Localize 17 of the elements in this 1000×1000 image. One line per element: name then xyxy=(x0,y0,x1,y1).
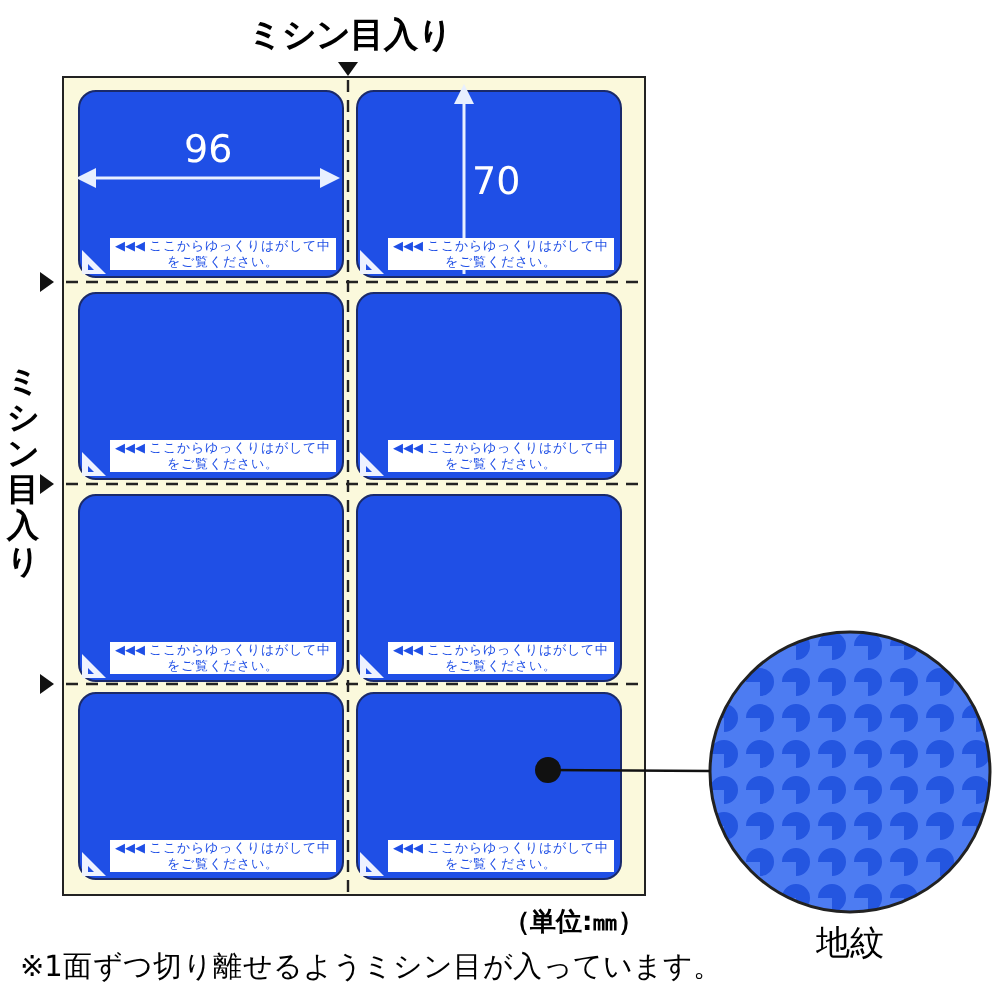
node-label: 地紋 xyxy=(814,922,886,966)
dimension-value: 70 xyxy=(472,160,521,204)
label-card xyxy=(356,90,622,278)
label-card xyxy=(356,494,622,682)
label-card xyxy=(78,90,344,278)
unit-note: （単位:㎜） xyxy=(504,906,645,940)
label-card xyxy=(356,292,622,480)
label-card xyxy=(78,692,344,880)
footnote: ※1面ずつ切り離せるようミシン目が入っています。 xyxy=(20,950,723,986)
dimension-value: 96 xyxy=(184,128,233,172)
label-sheet xyxy=(62,76,646,896)
label-card xyxy=(78,494,344,682)
leader-line xyxy=(535,757,710,783)
label-card xyxy=(78,292,344,480)
perforation-label: ミシン目入り xyxy=(6,364,40,580)
label-card xyxy=(356,692,622,880)
perforation-label: ミシン目入り xyxy=(248,14,452,58)
